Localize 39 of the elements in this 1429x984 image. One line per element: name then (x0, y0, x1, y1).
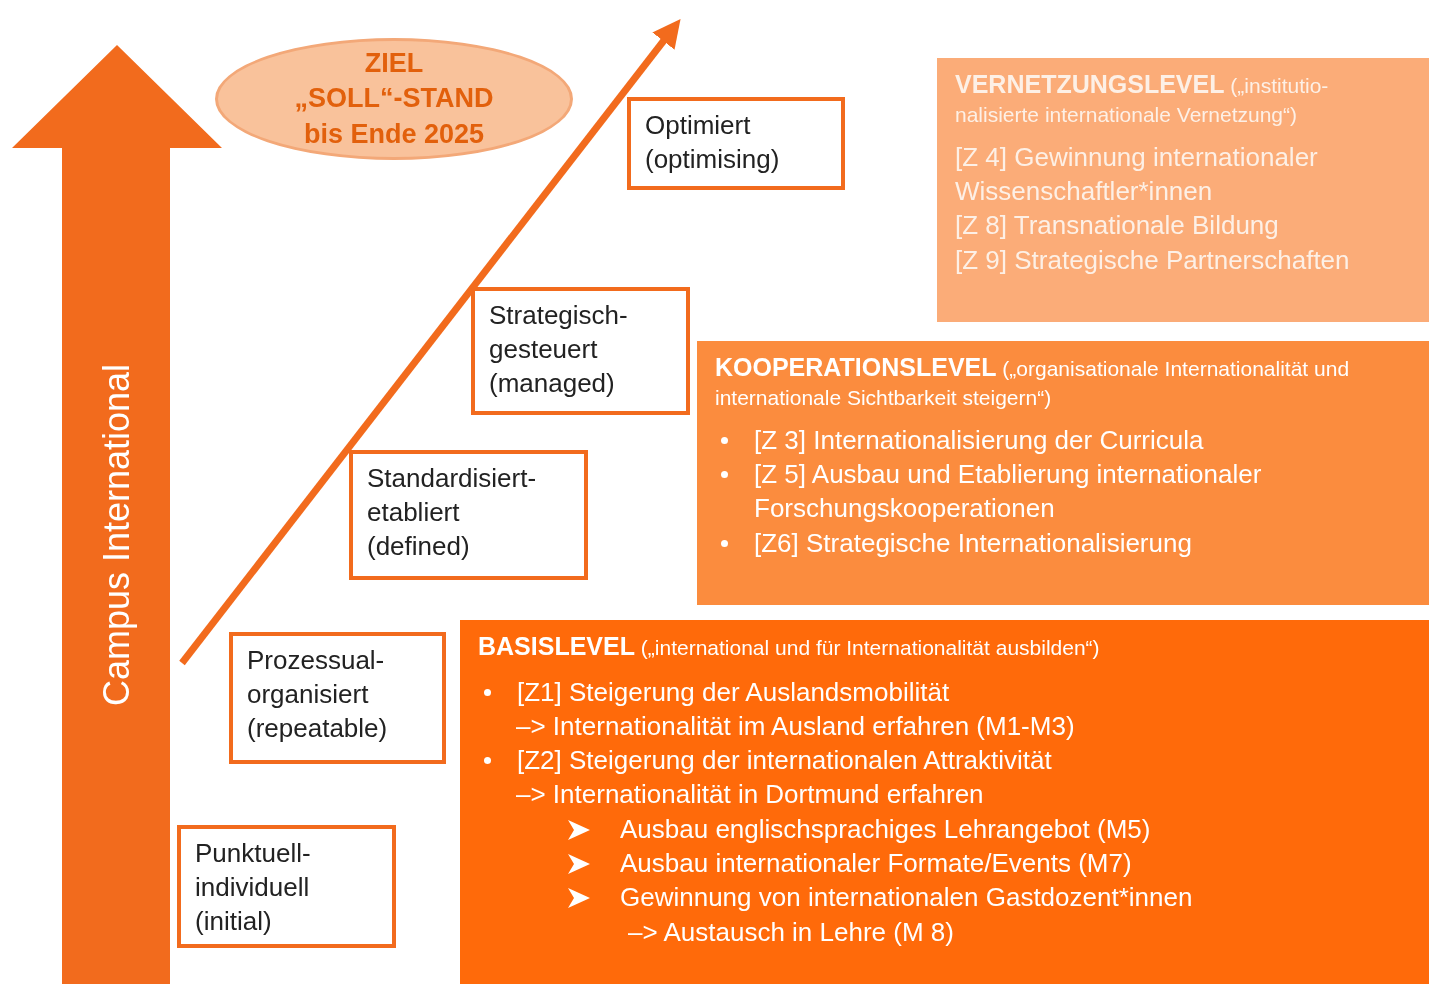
stage-subtitle: (defined) (367, 529, 470, 563)
list-item-text: [Z1] Steigerung der Auslandsmobilität (517, 675, 950, 709)
panel-heading: KOOPERATIONSLEVEL („organisationale Internationalität und internationale Sichtbarkeit steigern“) (715, 352, 1351, 411)
stage-box (627, 97, 845, 190)
list-item-text: Gewinnung von internationalen Gastdozent*innen (620, 881, 1193, 915)
list-item-text: [Z6] Strategische Internationalisierung (754, 526, 1192, 560)
stage-title: Standardisiert-etabliert (367, 462, 538, 529)
stage-subtitle: (repeatable) (247, 711, 388, 745)
stage-title: Optimiert (645, 109, 751, 142)
list-item-text: [Z 3] Internationalisierung der Curricula (754, 423, 1204, 457)
stage-title: Punktuell-individuell (195, 837, 312, 904)
goal-text: „SOLL“-STAND (294, 82, 494, 116)
list-item-text: [Z 5] Ausbau und Etablierung internationaler Forschungskooperationen (754, 458, 1263, 526)
stage-title: Strategisch-gesteuert (489, 299, 629, 366)
goal-text: ZIEL (364, 47, 424, 81)
list-item-text: [Z 9] Strategische Partnerschaften (955, 243, 1350, 277)
stage-title: Prozessual-organisiert (247, 644, 386, 711)
goal-text: bis Ende 2025 (303, 117, 485, 151)
vertical-label: Campus International (96, 363, 138, 707)
list-item-text: [Z 4] Gewinnung internationaler Wissenschaftler*innen (955, 140, 1319, 209)
stage-box (471, 287, 690, 415)
list-item-text: –> Internationalität im Ausland erfahren (M1-M3) (516, 709, 1075, 743)
level-panel (697, 341, 1429, 605)
panel-heading: VERNETZUNGSLEVEL („institutio-nalisierte internationale Vernetzung“) (955, 69, 1330, 128)
list-item-text: –> Internationalität in Dortmund erfahren (516, 778, 984, 812)
list-item-text: Ausbau internationaler Formate/Events (M7) (620, 847, 1132, 881)
list-item-text: [Z 8] Transnationale Bildung (955, 209, 1279, 243)
level-panel (937, 58, 1429, 322)
stage-box (349, 450, 588, 580)
stage-box (229, 632, 446, 764)
stage-subtitle: (initial) (195, 904, 272, 938)
stage-subtitle: (managed) (489, 366, 615, 400)
list-item-text: [Z2] Steigerung der internationalen Attraktivität (517, 744, 1052, 778)
list-item-text: –> Austausch in Lehre (M 8) (628, 915, 954, 949)
panel-heading: BASISLEVEL („international und für Internationalität ausbilden“) (478, 631, 1101, 662)
stage-subtitle: (optimising) (645, 142, 780, 176)
level-panel (460, 620, 1429, 984)
stage-box (177, 825, 396, 948)
list-item-text: Ausbau englischsprachiges Lehrangebot (M5) (620, 812, 1151, 846)
